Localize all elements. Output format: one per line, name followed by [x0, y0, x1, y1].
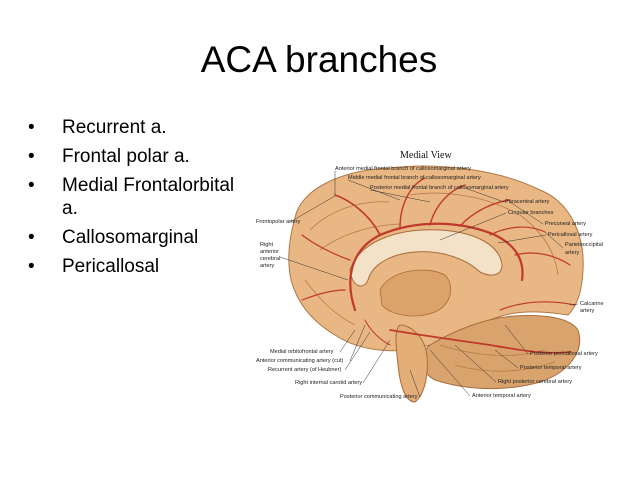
label-right-acer-4: artery — [260, 263, 275, 269]
bullet-marker: • — [28, 256, 35, 277]
bullet-marker: • — [28, 227, 35, 248]
label-paracentral: Paracentral artery — [505, 199, 550, 205]
cerebellum-shape — [421, 315, 581, 390]
label-right-internal-carotid: Right internal carotid artery — [295, 380, 362, 386]
label-posterior-medial-frontal: Posterior medial frontal branch of callo… — [370, 185, 509, 191]
gyri-lines — [304, 192, 559, 372]
label-precuneal: Precuneal artery — [545, 221, 586, 227]
label-calcarine-2: artery — [580, 308, 595, 314]
label-right-posterior-cerebral: Right posterior cerebral artery — [498, 379, 572, 385]
label-recurrent: Recurrent artery (of Heubner) — [268, 367, 342, 373]
corpus-callosum-shape — [349, 229, 503, 287]
bullet-text: Frontal polar a. — [62, 146, 190, 167]
label-frontopolar: Frontopolar artery — [256, 219, 301, 225]
bullet-marker: • — [28, 175, 35, 196]
bullet-text: Recurrent a. — [62, 117, 167, 138]
label-medial-orbitofrontal: Medial orbitofrontal artery — [270, 349, 334, 355]
label-right-acer-1: Right — [260, 242, 274, 248]
label-posterior-communicating: Posterior communicating artery — [340, 394, 418, 400]
leader-lines — [279, 171, 579, 398]
label-anterior-temporal: Anterior temporal artery — [472, 393, 531, 399]
bullet-marker: • — [28, 146, 35, 167]
label-calcarine-1: Calcarine — [580, 301, 604, 307]
bullet-text: Medial Frontalorbital a. — [62, 175, 235, 219]
figure-title: Medial View — [400, 150, 452, 161]
bullet-list: • Recurrent a. • Frontal polar a. • Medial … — [28, 116, 252, 284]
bullet-text: Pericallosal — [62, 256, 160, 277]
label-parietooccipital-1: Parietooccipital — [565, 242, 603, 248]
brain-illustration: Medial View Anterior medial frontal bran… — [256, 150, 604, 403]
bullet-item: • Recurrent a. — [28, 116, 252, 139]
brainstem-shape — [395, 324, 428, 403]
slide-title: ACA branches — [200, 39, 438, 80]
label-posterior-pericallosal: Posterior pericallosal artery — [530, 351, 598, 357]
label-pericallosal: Pericallosal artery — [548, 232, 593, 238]
bullet-item: • Medial Frontalorbital a. — [28, 174, 252, 220]
label-parietooccipital-2: artery — [565, 250, 580, 256]
bullet-item: • Frontal polar a. — [28, 145, 252, 168]
label-posterior-temporal: Posterior temporal artery — [520, 365, 582, 371]
label-cingular: Cingular branches — [508, 210, 554, 216]
label-right-acer-3: cerebral — [260, 256, 280, 262]
label-anterior-communicating: Anterior communicating artery (cut) — [256, 358, 343, 364]
bullet-text: Callosomarginal — [62, 227, 199, 248]
bullet-item: • Pericallosal — [28, 255, 252, 278]
thalamus-shape — [379, 269, 452, 317]
label-middle-medial-frontal: Middle medial frontal branch of callosom… — [348, 175, 481, 181]
label-right-acer-2: anterior — [260, 249, 279, 255]
bullet-item: • Callosomarginal — [28, 226, 252, 249]
brain-figure: Medial View Anterior medial frontal bran… — [240, 140, 638, 410]
bullet-marker: • — [28, 117, 35, 138]
artery-paths — [301, 177, 576, 354]
label-anterior-medial-frontal: Anterior medial frontal branch of callos… — [335, 166, 471, 172]
